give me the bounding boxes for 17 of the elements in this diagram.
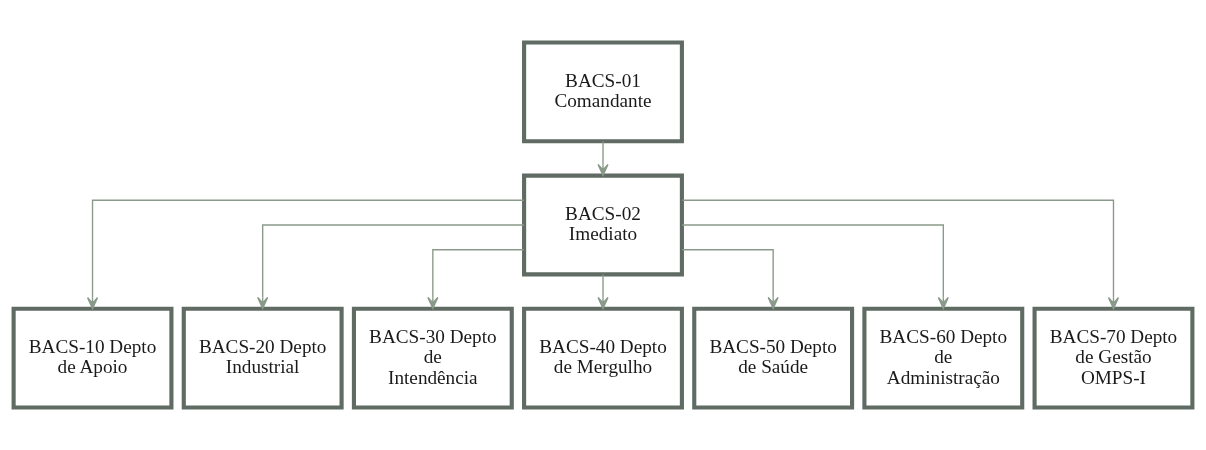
node-box: BACS-10 Depto de Apoio	[11, 306, 174, 410]
node-box: BACS-01 Comandante	[522, 40, 684, 144]
arrow	[86, 199, 525, 310]
node-box: BACS-20 Depto Industrial	[181, 306, 344, 410]
arrow	[681, 199, 1120, 310]
node-box: BACS-02 Imediato	[522, 173, 684, 277]
arrow	[681, 224, 949, 310]
arrow	[597, 140, 609, 177]
node-box: BACS-30 Depto de Intendência	[351, 306, 514, 410]
node-box: BACS-50 Depto de Saúde	[692, 306, 855, 410]
arrow	[257, 224, 525, 310]
arrow	[427, 249, 525, 310]
arrow	[597, 273, 609, 310]
node-box: BACS-70 Depto de Gestão OMPS-I	[1032, 306, 1195, 410]
node-box: BACS-40 Depto de Mergulho	[522, 306, 684, 410]
node-box: BACS-60 Depto de Administração	[862, 306, 1025, 410]
arrow	[681, 249, 779, 310]
